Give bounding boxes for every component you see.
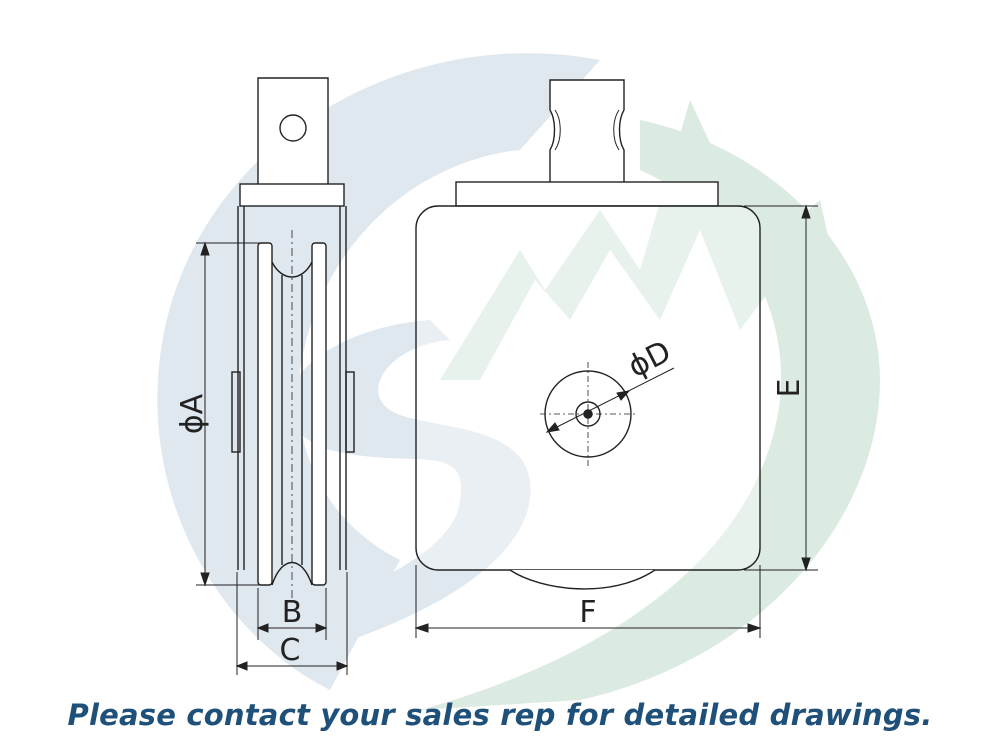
side-mount-tab — [257, 77, 329, 184]
watermark-blue-s — [287, 320, 531, 650]
side-groove-top — [271, 261, 313, 278]
watermark-green-mountains — [440, 100, 860, 380]
dim-b-label: B — [282, 595, 303, 630]
front-top-plate — [455, 181, 719, 207]
side-top-plate — [239, 183, 345, 207]
side-hub-right — [345, 371, 355, 453]
dimension-c — [235, 572, 349, 675]
dim-f-label: F — [579, 595, 596, 630]
dimension-d — [545, 367, 675, 433]
side-wheel-right-flange — [311, 242, 327, 586]
pulley-front-view — [415, 79, 761, 590]
front-stud-flat — [554, 109, 620, 151]
side-hub-left — [231, 371, 241, 453]
front-wheel-bottom — [509, 569, 656, 590]
dim-e-label: E — [772, 379, 807, 398]
side-mount-hole — [279, 114, 307, 142]
front-housing — [415, 205, 761, 571]
side-wheel-left-flange — [257, 242, 273, 586]
dim-c-label: C — [280, 633, 301, 668]
side-groove-bottom — [271, 561, 313, 586]
dimension-a — [196, 241, 262, 587]
dimension-e — [744, 204, 818, 572]
front-stud — [549, 79, 625, 182]
dim-a-label: ϕA — [175, 393, 210, 434]
dimension-b — [256, 588, 328, 640]
pulley-side-view — [231, 77, 355, 600]
contact-sales-note: Please contact your sales rep for detail… — [67, 698, 933, 732]
dimension-f — [414, 565, 762, 638]
side-groove-lines — [281, 275, 303, 565]
